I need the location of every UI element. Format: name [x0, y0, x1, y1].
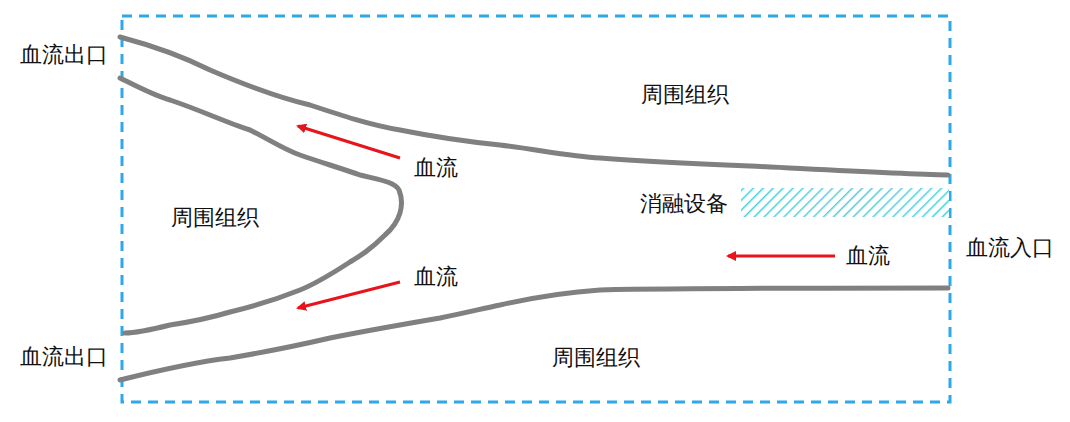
flow-label: 血流	[846, 243, 890, 269]
tissue-label: 周围组织	[171, 205, 259, 231]
flow-arrow	[298, 126, 400, 158]
outlet-label: 血流出口	[20, 42, 108, 68]
ablation-device	[741, 188, 949, 217]
vessel-wall	[120, 37, 948, 175]
inlet-label: 血流入口	[966, 235, 1054, 261]
outlet-label: 血流出口	[20, 344, 108, 370]
flow-label: 血流	[414, 264, 458, 290]
region-border	[122, 16, 950, 402]
vessel-wall	[120, 78, 401, 333]
flow-label: 血流	[414, 155, 458, 181]
vessel-wall	[120, 288, 948, 380]
device-label: 消融设备	[640, 191, 728, 217]
tissue-label: 周围组织	[641, 82, 729, 108]
flow-arrow	[728, 255, 835, 258]
flow-arrow	[298, 282, 400, 308]
tissue-label: 周围组织	[552, 345, 640, 371]
